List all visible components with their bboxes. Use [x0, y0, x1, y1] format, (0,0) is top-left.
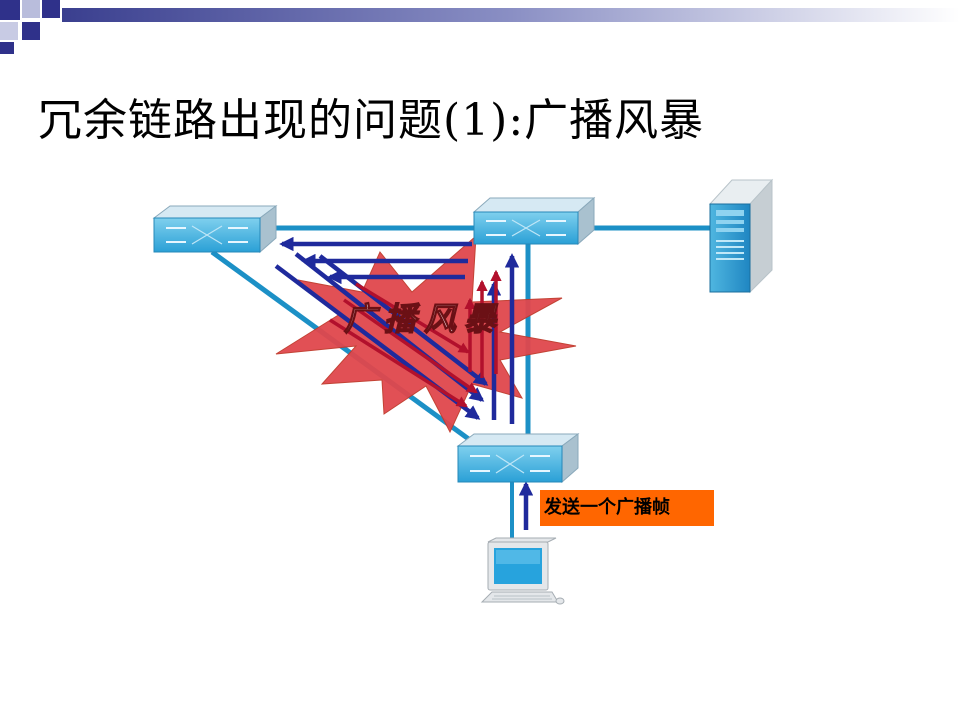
switch-icon — [472, 196, 596, 246]
desktop-computer-icon — [480, 537, 565, 605]
slide-title: 冗余链路出现的问题(1):广播风暴 — [38, 95, 705, 146]
switch-icon — [456, 433, 580, 484]
storm-label: 广播风暴 — [344, 300, 504, 338]
storm-starburst-icon — [275, 234, 577, 434]
frame-arrows-up — [486, 253, 520, 424]
header-decoration — [0, 0, 960, 54]
frame-arrows-red — [329, 269, 502, 408]
frame-arrows-left — [279, 236, 472, 285]
send-broadcast-caption: 发送一个广播帧 — [540, 490, 714, 526]
switch-icon — [152, 205, 278, 254]
server-tower-icon — [708, 178, 774, 294]
